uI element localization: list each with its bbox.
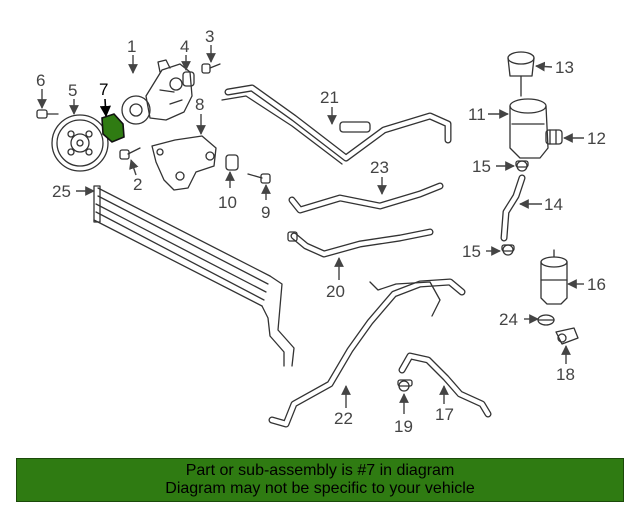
callout-2: 2 — [133, 175, 142, 194]
bushing-part-10 — [225, 154, 239, 171]
callout-16: 16 — [587, 275, 606, 294]
callout-8: 8 — [195, 95, 204, 114]
callout-12: 12 — [587, 129, 606, 148]
callout-4: 4 — [180, 37, 189, 56]
callout-15-upper: 15 — [472, 157, 491, 176]
cooler-part — [93, 185, 295, 367]
callout-18: 18 — [556, 365, 575, 384]
callout-13: 13 — [555, 58, 574, 77]
callout-9: 9 — [261, 203, 270, 222]
callout-6: 6 — [36, 71, 45, 90]
clamp-part-15-lower — [501, 244, 515, 256]
gasket-highlighted-part[interactable] — [101, 113, 125, 143]
hose-part-17 — [398, 352, 492, 418]
clamp-part-19 — [397, 379, 413, 392]
banner-line-2: Diagram may not be specific to your vehi… — [165, 480, 475, 497]
banner-line-1: Part or sub-assembly is #7 in diagram — [185, 462, 455, 479]
bolt-part-3 — [201, 63, 221, 74]
callout-17: 17 — [435, 405, 454, 424]
fitting-part-12 — [545, 129, 563, 145]
reservoir-part — [509, 98, 549, 159]
callout-11: 11 — [468, 105, 486, 124]
callout-24: 24 — [499, 310, 518, 329]
callout-labels: 1 2 3 4 5 6 7 8 9 10 11 12 13 14 15 15 1… — [36, 27, 606, 436]
callout-1: 1 — [127, 37, 136, 56]
bushing-part-4 — [182, 71, 195, 87]
callout-15-lower: 15 — [462, 242, 481, 261]
reservoir-cap-part — [507, 51, 535, 97]
bolt-part-6 — [36, 109, 59, 119]
power-steering-pump-part — [121, 59, 193, 125]
callout-14: 14 — [544, 195, 563, 214]
line-part-23 — [288, 182, 444, 214]
callout-25: 25 — [52, 182, 71, 201]
leader-lines — [37, 45, 584, 414]
callout-7-highlighted: 7 — [99, 80, 108, 99]
clamp-part-18 — [555, 327, 579, 345]
callout-22: 22 — [334, 409, 353, 428]
callout-23: 23 — [370, 158, 389, 177]
bolt-part-2 — [119, 147, 141, 160]
callout-10: 10 — [218, 193, 237, 212]
clamp-part-15-upper — [515, 160, 529, 172]
pressure-line-part — [287, 228, 434, 258]
callout-21: 21 — [320, 88, 339, 107]
bracket-part — [151, 135, 217, 191]
pulley-part — [51, 114, 109, 172]
callout-19: 19 — [394, 417, 413, 436]
bolt-part-9 — [247, 173, 271, 184]
callout-3: 3 — [205, 27, 214, 46]
filter-part — [540, 249, 568, 305]
parts-diagram: 1 2 3 4 5 6 7 8 9 10 11 12 13 14 15 15 1… — [36, 27, 606, 436]
callout-5: 5 — [68, 81, 77, 100]
info-banner: Part or sub-assembly is #7 in diagram Di… — [16, 458, 624, 502]
callout-20: 20 — [326, 282, 345, 301]
upper-line-part — [221, 84, 452, 165]
hose-part-14 — [500, 174, 526, 242]
return-line-part — [268, 278, 466, 428]
clamp-part-24 — [537, 314, 555, 326]
